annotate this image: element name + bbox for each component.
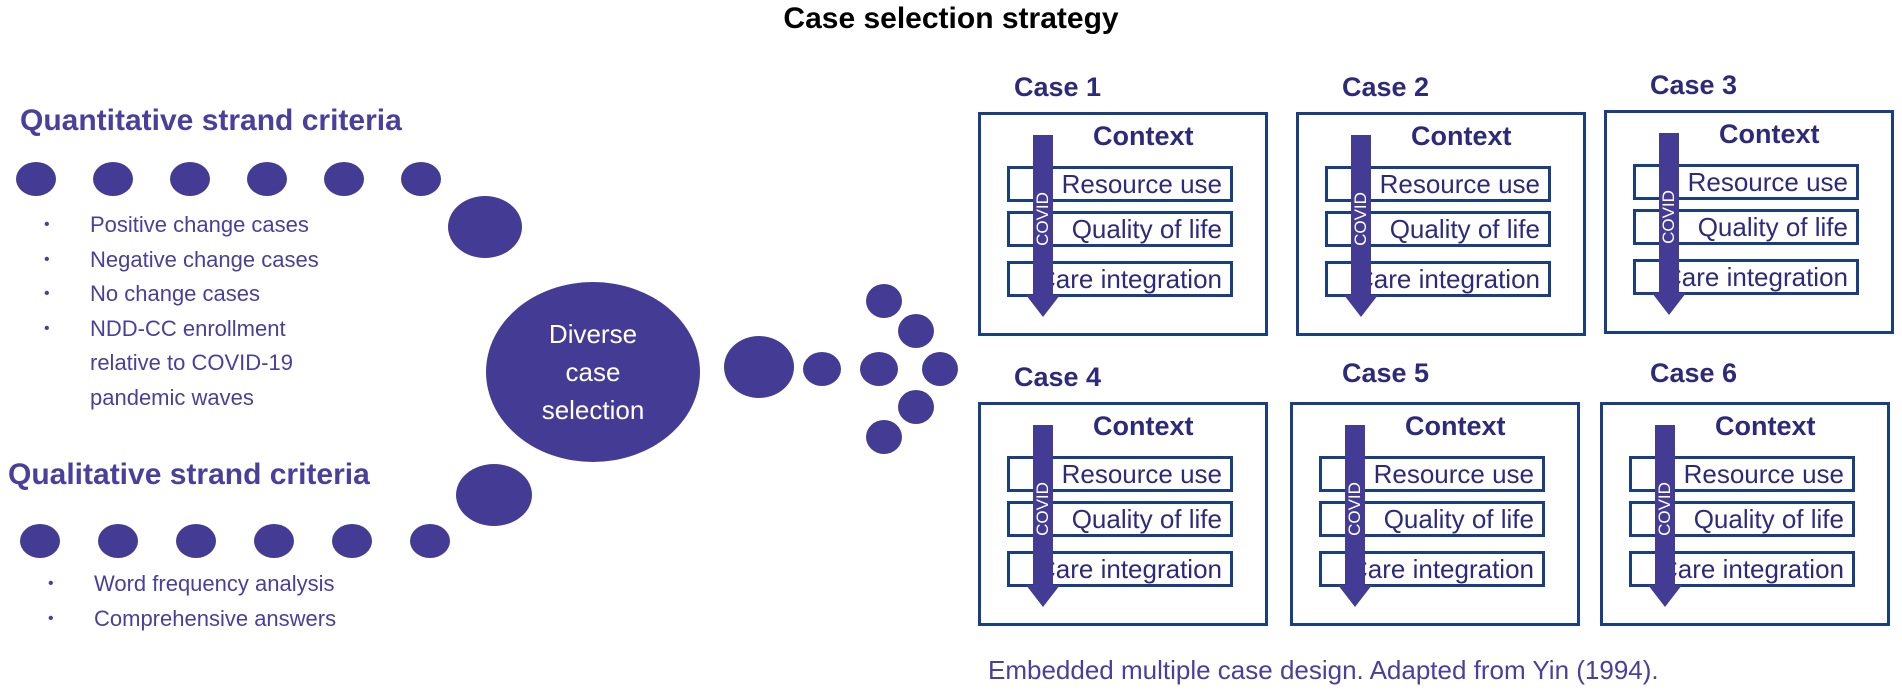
flow-dot — [176, 524, 216, 558]
case-title: Case 5 — [1342, 358, 1430, 388]
case-row-label: Care integration — [1355, 264, 1540, 294]
case-box: Context Resource use Quality of life Car… — [1600, 402, 1890, 626]
covid-label: COVID — [1655, 482, 1674, 536]
center-label-line: Diverse — [548, 319, 638, 349]
covid-arrow-head — [1652, 293, 1686, 315]
center-label-line: case — [565, 357, 621, 387]
case-box: Context Resource use Quality of life Car… — [978, 402, 1268, 626]
flow-dot — [724, 336, 794, 398]
flow-dot — [20, 524, 60, 558]
diagram-title: Case selection strategy — [783, 2, 1119, 35]
case-context-label: Context — [1411, 121, 1512, 151]
flow-dot — [803, 352, 841, 386]
case-row-label: Care integration — [1663, 262, 1848, 292]
qualitative-criterion: Word frequency analysis — [48, 567, 448, 602]
quantitative-strand-title: Quantitative strand criteria — [20, 104, 402, 137]
flow-dot — [866, 284, 902, 318]
covid-label: COVID — [1345, 482, 1364, 536]
flow-dot — [98, 524, 138, 558]
case-title: Case 1 — [1014, 72, 1102, 102]
qualitative-strand-title: Qualitative strand criteria — [8, 458, 370, 491]
case-row-label: Care integration — [1037, 264, 1222, 294]
case-context-label: Context — [1093, 411, 1194, 441]
flow-dot — [866, 420, 902, 454]
case-box: Context Resource use Quality of life Car… — [978, 112, 1268, 336]
covid-arrow-head — [1344, 295, 1378, 317]
quantitative-criterion: No change cases — [44, 277, 424, 312]
quantitative-criteria-list: Positive change cases Negative change ca… — [44, 208, 424, 415]
case-row-label: Resource use — [1687, 167, 1848, 197]
covid-arrow-shaft — [1345, 425, 1365, 585]
case-box: Context Resource use Quality of life Car… — [1604, 110, 1894, 334]
diverse-case-selection-circle: Diverse case selection — [486, 282, 700, 462]
case-box: Context Resource use Quality of life Car… — [1296, 112, 1586, 336]
covid-arrow-head — [1648, 585, 1682, 607]
case-box: Context Resource use Quality of life Car… — [1290, 402, 1580, 626]
case-row-label: Resource use — [1373, 459, 1534, 489]
covid-arrow-head — [1338, 585, 1372, 607]
case-row-label: Quality of life — [1383, 504, 1534, 534]
covid-label: COVID — [1351, 192, 1370, 246]
flow-dot — [860, 352, 898, 386]
covid-arrow-shaft — [1351, 135, 1371, 295]
case-row-label: Resource use — [1061, 459, 1222, 489]
covid-arrow-shaft — [1033, 135, 1053, 295]
quantitative-criterion: NDD-CC enrollment relative to COVID-19 p… — [44, 312, 350, 416]
case-context-label: Context — [1093, 121, 1194, 151]
case-row-label: Quality of life — [1071, 504, 1222, 534]
flow-dot — [898, 390, 934, 424]
flow-dot — [456, 464, 532, 526]
case-row-quality-of-life: Quality of life — [1007, 211, 1233, 247]
case-title: Case 3 — [1650, 70, 1738, 100]
case-row-label: Quality of life — [1389, 214, 1540, 244]
flow-dot — [16, 162, 56, 196]
quantitative-criterion: Negative change cases — [44, 243, 424, 278]
case-row-label: Quality of life — [1693, 504, 1844, 534]
covid-arrow-shaft — [1655, 425, 1675, 585]
flow-dot — [93, 162, 133, 196]
case-row-label: Resource use — [1683, 459, 1844, 489]
flow-dot — [332, 524, 372, 558]
case-row-label: Quality of life — [1697, 212, 1848, 242]
qualitative-criterion: Comprehensive answers — [48, 602, 448, 637]
case-context-label: Context — [1719, 119, 1820, 149]
case-context-label: Context — [1715, 411, 1816, 441]
covid-arrow-head — [1026, 585, 1060, 607]
quantitative-criterion: Positive change cases — [44, 208, 424, 243]
case-title: Case 4 — [1014, 362, 1102, 392]
case-row-label: Resource use — [1061, 169, 1222, 199]
flow-dot — [898, 314, 934, 348]
flow-dot — [247, 162, 287, 196]
case-row-label: Care integration — [1659, 554, 1844, 584]
qualitative-criteria-list: Word frequency analysis Comprehensive an… — [48, 567, 448, 636]
flow-dot — [324, 162, 364, 196]
flow-dot — [410, 524, 450, 558]
case-context-label: Context — [1405, 411, 1506, 441]
case-title: Case 6 — [1650, 358, 1738, 388]
flow-dot — [448, 196, 522, 258]
case-row-label: Care integration — [1349, 554, 1534, 584]
covid-label: COVID — [1659, 190, 1678, 244]
covid-label: COVID — [1033, 482, 1052, 536]
case-row-label: Resource use — [1379, 169, 1540, 199]
flow-dot — [922, 352, 958, 386]
covid-label: COVID — [1033, 192, 1052, 246]
flow-dot — [401, 162, 441, 196]
case-row-label: Quality of life — [1071, 214, 1222, 244]
flow-dot — [254, 524, 294, 558]
covid-arrow-shaft — [1659, 133, 1679, 293]
covid-arrow-shaft — [1033, 425, 1053, 585]
case-title: Case 2 — [1342, 72, 1430, 102]
flow-dot — [170, 162, 210, 196]
center-label-line: selection — [541, 395, 645, 425]
diagram-caption: Embedded multiple case design. Adapted f… — [988, 655, 1659, 685]
covid-arrow-head — [1026, 295, 1060, 317]
case-row-care-integration: Care integration — [1633, 259, 1859, 295]
case-row-label: Care integration — [1037, 554, 1222, 584]
